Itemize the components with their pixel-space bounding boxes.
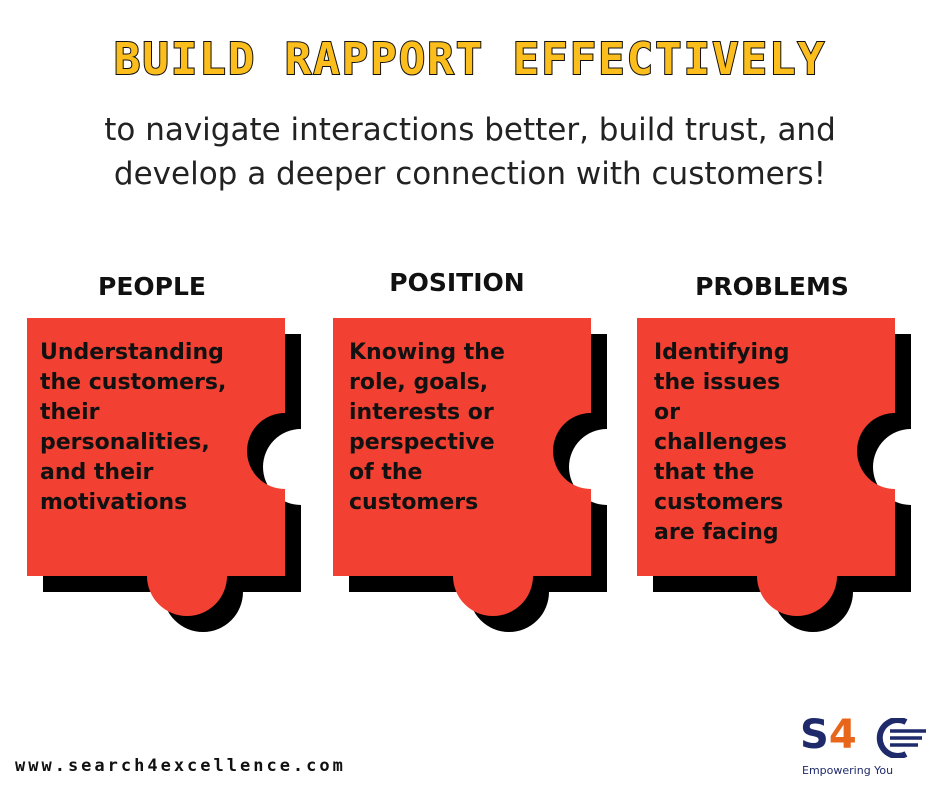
company-logo: S4 Empowering You — [800, 712, 930, 782]
piece-line: or — [654, 400, 680, 425]
subheadline: to navigate interactions better, build t… — [0, 108, 940, 196]
logo-tagline: Empowering You — [802, 764, 894, 777]
logo-mark: S4 — [800, 712, 857, 758]
column-title-problems: PROBLEMS — [695, 272, 849, 301]
logo-number: 4 — [828, 712, 857, 758]
puzzle-piece-position: Knowing the role, goals, interests or pe… — [333, 318, 623, 638]
piece-line: interests or — [349, 400, 494, 425]
website-link[interactable]: www.search4excellence.com — [15, 756, 346, 776]
piece-line: are facing — [654, 520, 779, 545]
subheadline-line-1: to navigate interactions better, build t… — [104, 112, 836, 148]
logo-swoosh-icon — [876, 718, 926, 758]
piece-description-problems: Identifying the issues or challenges tha… — [654, 338, 884, 548]
piece-description-people: Understanding the customers, their perso… — [40, 338, 270, 518]
piece-line: motivations — [40, 490, 188, 515]
piece-description-position: Knowing the role, goals, interests or pe… — [349, 338, 579, 518]
piece-line: customers — [654, 490, 784, 515]
piece-line: Understanding — [40, 340, 224, 365]
column-title-position: POSITION — [389, 268, 525, 297]
puzzle-piece-icon — [27, 318, 285, 616]
puzzle-piece-people: Understanding the customers, their perso… — [27, 318, 317, 638]
subheadline-line-2: develop a deeper connection with custome… — [113, 156, 827, 192]
piece-line: the issues — [654, 370, 781, 395]
headline: BUILD RAPPORT EFFECTIVELY — [113, 33, 827, 86]
logo-letters: S — [800, 712, 829, 758]
piece-line: customers — [349, 490, 479, 515]
piece-line: challenges — [654, 430, 787, 455]
piece-line: role, goals, — [349, 370, 489, 395]
piece-line: that the — [654, 460, 755, 485]
piece-line: perspective — [349, 430, 495, 455]
piece-line: Identifying — [654, 340, 790, 365]
piece-line: Knowing the — [349, 340, 505, 365]
puzzle-piece-icon — [333, 318, 591, 616]
piece-line: the customers, — [40, 370, 227, 395]
puzzle-piece-problems: Identifying the issues or challenges tha… — [637, 318, 927, 638]
piece-line: their — [40, 400, 100, 425]
puzzle-piece-icon — [637, 318, 895, 616]
piece-line: and their — [40, 460, 154, 485]
piece-line: personalities, — [40, 430, 210, 455]
column-title-people: PEOPLE — [98, 272, 206, 301]
piece-line: of the — [349, 460, 423, 485]
